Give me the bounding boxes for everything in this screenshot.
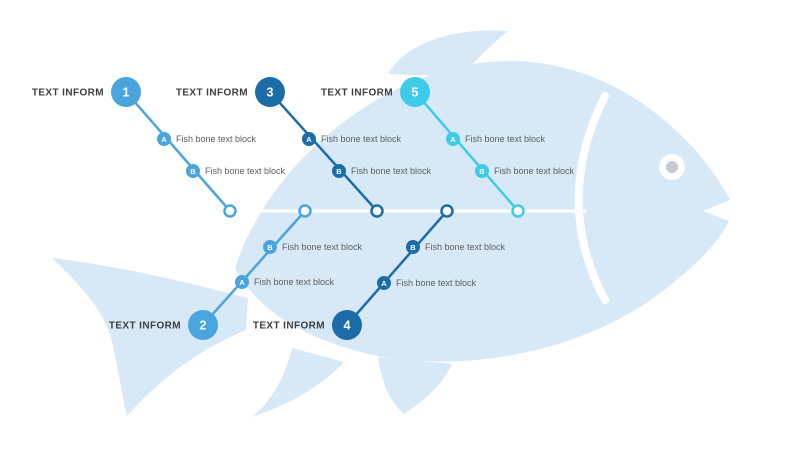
- branch-3-node-b-letter: B: [336, 167, 342, 176]
- branch-1-number-circle: [111, 77, 141, 107]
- fish-gill-line: [574, 92, 609, 304]
- branch-2-node-a-label: Fish bone text block: [254, 277, 335, 287]
- branch-4-node-b-label: Fish bone text block: [425, 242, 506, 252]
- branch-5-node-b-label: Fish bone text block: [494, 166, 575, 176]
- branch-3-node-a-label: Fish bone text block: [321, 134, 402, 144]
- branch-5: A Fish bone text block B Fish bone text …: [321, 77, 575, 218]
- branch-4: B Fish bone text block A Fish bone text …: [253, 204, 506, 340]
- branch-5-title: TEXT INFORM: [321, 88, 393, 99]
- branch-1: A Fish bone text block B Fish bone text …: [32, 77, 286, 218]
- branch-2-number-circle: [188, 310, 218, 340]
- branch-4-node-a-label: Fish bone text block: [396, 278, 477, 288]
- branch-2-connector-line: [202, 210, 306, 326]
- branch-4-number-circle: [332, 310, 362, 340]
- branch-4-title: TEXT INFORM: [253, 321, 325, 332]
- branch-1-connector-line: [125, 91, 231, 212]
- branch-2-node-b-label: Fish bone text block: [282, 242, 363, 252]
- branch-1-spine-junction: [223, 204, 237, 218]
- branch-5-number-circle: [400, 77, 430, 107]
- branch-4-connector-line: [346, 210, 448, 326]
- branch-4-number: 4: [344, 319, 351, 333]
- branch-5-node-a-circle: [446, 132, 460, 146]
- fish-dorsal-fin: [388, 30, 508, 77]
- branch-4-spine-junction: [440, 204, 454, 218]
- branch-1-node-a-circle: [157, 132, 171, 146]
- branch-5-node-a-label: Fish bone text block: [465, 134, 546, 144]
- branch-3-node-a-letter: A: [306, 135, 312, 144]
- branch-5-spine-junction: [511, 204, 525, 218]
- branch-1-node-a-label: Fish bone text block: [176, 134, 257, 144]
- branch-5-node-b-circle: [475, 164, 489, 178]
- branch-5-number: 5: [412, 86, 419, 100]
- branch-3-node-b-label: Fish bone text block: [351, 166, 432, 176]
- branch-2-number: 2: [200, 319, 207, 333]
- branch-2-title: TEXT INFORM: [109, 321, 181, 332]
- branch-3-spine-junction: [370, 204, 384, 218]
- branch-3-node-a-circle: [302, 132, 316, 146]
- branch-3-number-circle: [255, 77, 285, 107]
- branch-1-node-b-label: Fish bone text block: [205, 166, 286, 176]
- branch-2: B Fish bone text block A Fish bone text …: [109, 204, 363, 340]
- branch-3-connector-line: [269, 91, 378, 212]
- branch-1-number: 1: [123, 86, 130, 100]
- fish-eye-pupil: [666, 161, 678, 173]
- branch-5-node-b-letter: B: [479, 167, 485, 176]
- branch-4-node-b-letter: B: [410, 243, 416, 252]
- branch-3-node-b-circle: [332, 164, 346, 178]
- branch-2-node-a-letter: A: [239, 278, 245, 287]
- branch-3-title: TEXT INFORM: [176, 88, 248, 99]
- fish-ventral-fin-rear: [378, 357, 452, 414]
- branch-3: A Fish bone text block B Fish bone text …: [176, 77, 432, 218]
- branch-4-node-b-circle: [406, 240, 420, 254]
- branch-2-spine-junction: [298, 204, 312, 218]
- branch-4-node-a-letter: A: [381, 279, 387, 288]
- branch-2-node-b-circle: [263, 240, 277, 254]
- branch-3-number: 3: [267, 86, 274, 100]
- branch-1-title: TEXT INFORM: [32, 88, 104, 99]
- branch-2-node-a-circle: [235, 275, 249, 289]
- fish-tail-fin: [52, 258, 248, 416]
- branch-1-node-b-letter: B: [190, 167, 196, 176]
- branch-5-connector-line: [414, 91, 519, 212]
- branch-1-node-a-letter: A: [161, 135, 167, 144]
- fish-ventral-fin-front: [252, 348, 344, 417]
- branch-4-node-a-circle: [377, 276, 391, 290]
- branch-5-node-a-letter: A: [450, 135, 456, 144]
- branch-2-node-b-letter: B: [267, 243, 273, 252]
- branch-1-node-b-circle: [186, 164, 200, 178]
